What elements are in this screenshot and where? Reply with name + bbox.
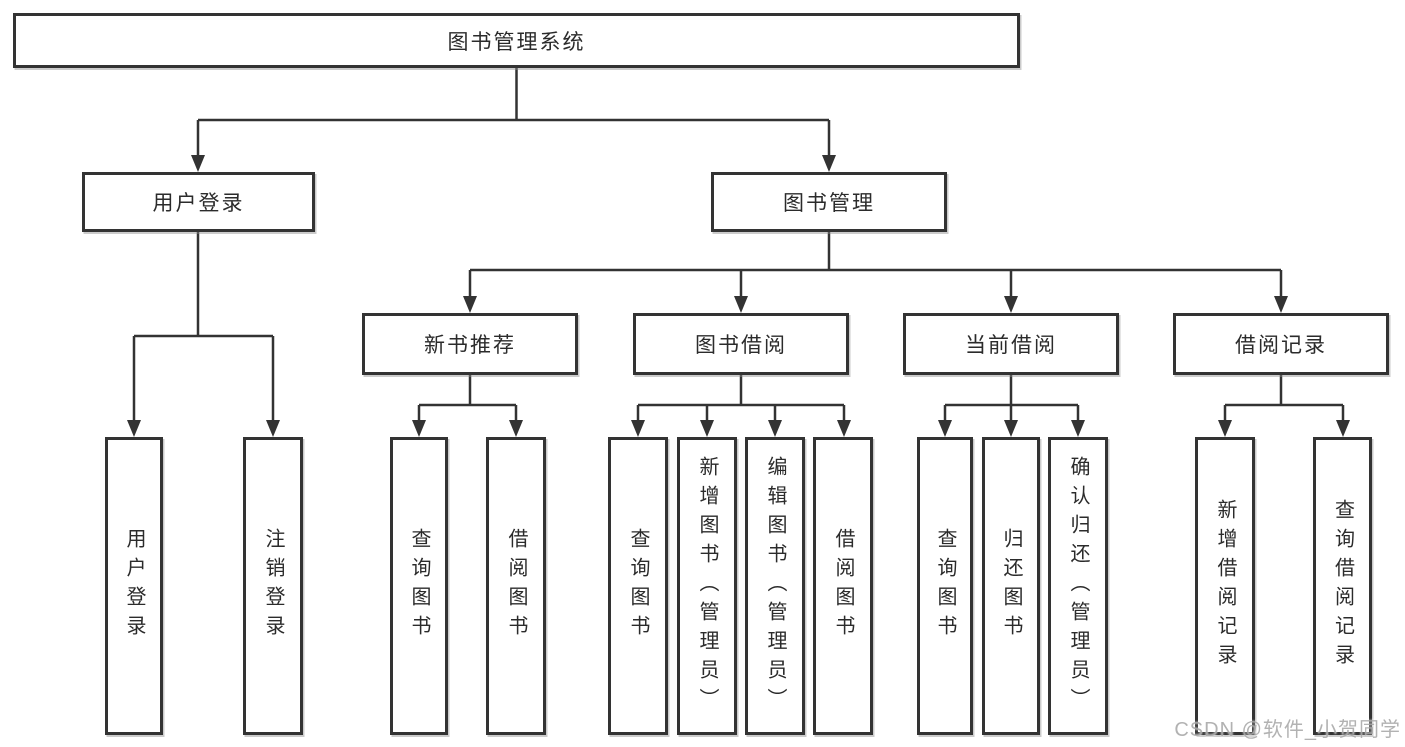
node-borrow-records-label: 借阅记录: [1235, 334, 1327, 357]
leaf-borrow-books-recommend: 借阅图书: [486, 437, 546, 735]
leaf-add-books-admin-label: 新增图书（管理员）: [696, 455, 718, 717]
leaf-query-books-borrow: 查询图书: [608, 437, 668, 735]
leaf-add-borrow-record: 新增借阅记录: [1195, 437, 1255, 735]
leaf-return-books: 归还图书: [982, 437, 1040, 735]
node-system-root-label: 图书管理系统: [447, 30, 586, 54]
node-book-management: 图书管理: [711, 172, 947, 232]
node-book-borrow-label: 图书借阅: [695, 334, 787, 357]
arrowheads: [127, 155, 1350, 437]
leaf-logout: 注销登录: [243, 437, 303, 735]
node-user-login: 用户登录: [82, 172, 315, 232]
csdn-watermark: CSDN @软件_小贺同学: [1174, 719, 1401, 741]
leaf-query-books-current-label: 查询图书: [934, 528, 956, 644]
node-current-borrow: 当前借阅: [903, 313, 1119, 375]
leaf-confirm-return-admin: 确认归还（管理员）: [1048, 437, 1108, 735]
leaf-return-books-label: 归还图书: [1000, 528, 1022, 644]
leaf-add-borrow-record-label: 新增借阅记录: [1214, 499, 1236, 673]
leaf-user-login-label: 用户登录: [123, 528, 145, 644]
leaf-query-books-recommend: 查询图书: [390, 437, 448, 735]
node-current-borrow-label: 当前借阅: [965, 334, 1057, 357]
node-new-book-recommend-label: 新书推荐: [424, 334, 516, 357]
leaf-query-books-current: 查询图书: [917, 437, 973, 735]
node-book-borrow: 图书借阅: [633, 313, 849, 375]
leaf-query-books-borrow-label: 查询图书: [627, 528, 649, 644]
leaf-borrow-books-recommend-label: 借阅图书: [505, 528, 527, 644]
leaf-confirm-return-admin-label: 确认归还（管理员）: [1067, 455, 1089, 717]
leaf-add-books-admin: 新增图书（管理员）: [677, 437, 737, 735]
node-borrow-records: 借阅记录: [1173, 313, 1389, 375]
node-book-management-label: 图书管理: [783, 192, 875, 215]
connector-lines: [132, 68, 1345, 423]
node-new-book-recommend: 新书推荐: [362, 313, 578, 375]
leaf-edit-books-admin: 编辑图书（管理员）: [745, 437, 805, 735]
leaf-logout-label: 注销登录: [262, 528, 284, 644]
leaf-edit-books-admin-label: 编辑图书（管理员）: [764, 455, 786, 717]
leaf-query-borrow-record: 查询借阅记录: [1313, 437, 1372, 735]
leaf-query-books-recommend-label: 查询图书: [408, 528, 430, 644]
node-system-root: 图书管理系统: [13, 13, 1020, 68]
leaf-query-borrow-record-label: 查询借阅记录: [1331, 499, 1354, 673]
leaf-user-login: 用户登录: [105, 437, 163, 735]
leaf-borrow-books-label: 借阅图书: [832, 528, 854, 644]
leaf-borrow-books: 借阅图书: [813, 437, 873, 735]
node-user-login-label: 用户登录: [152, 192, 245, 215]
